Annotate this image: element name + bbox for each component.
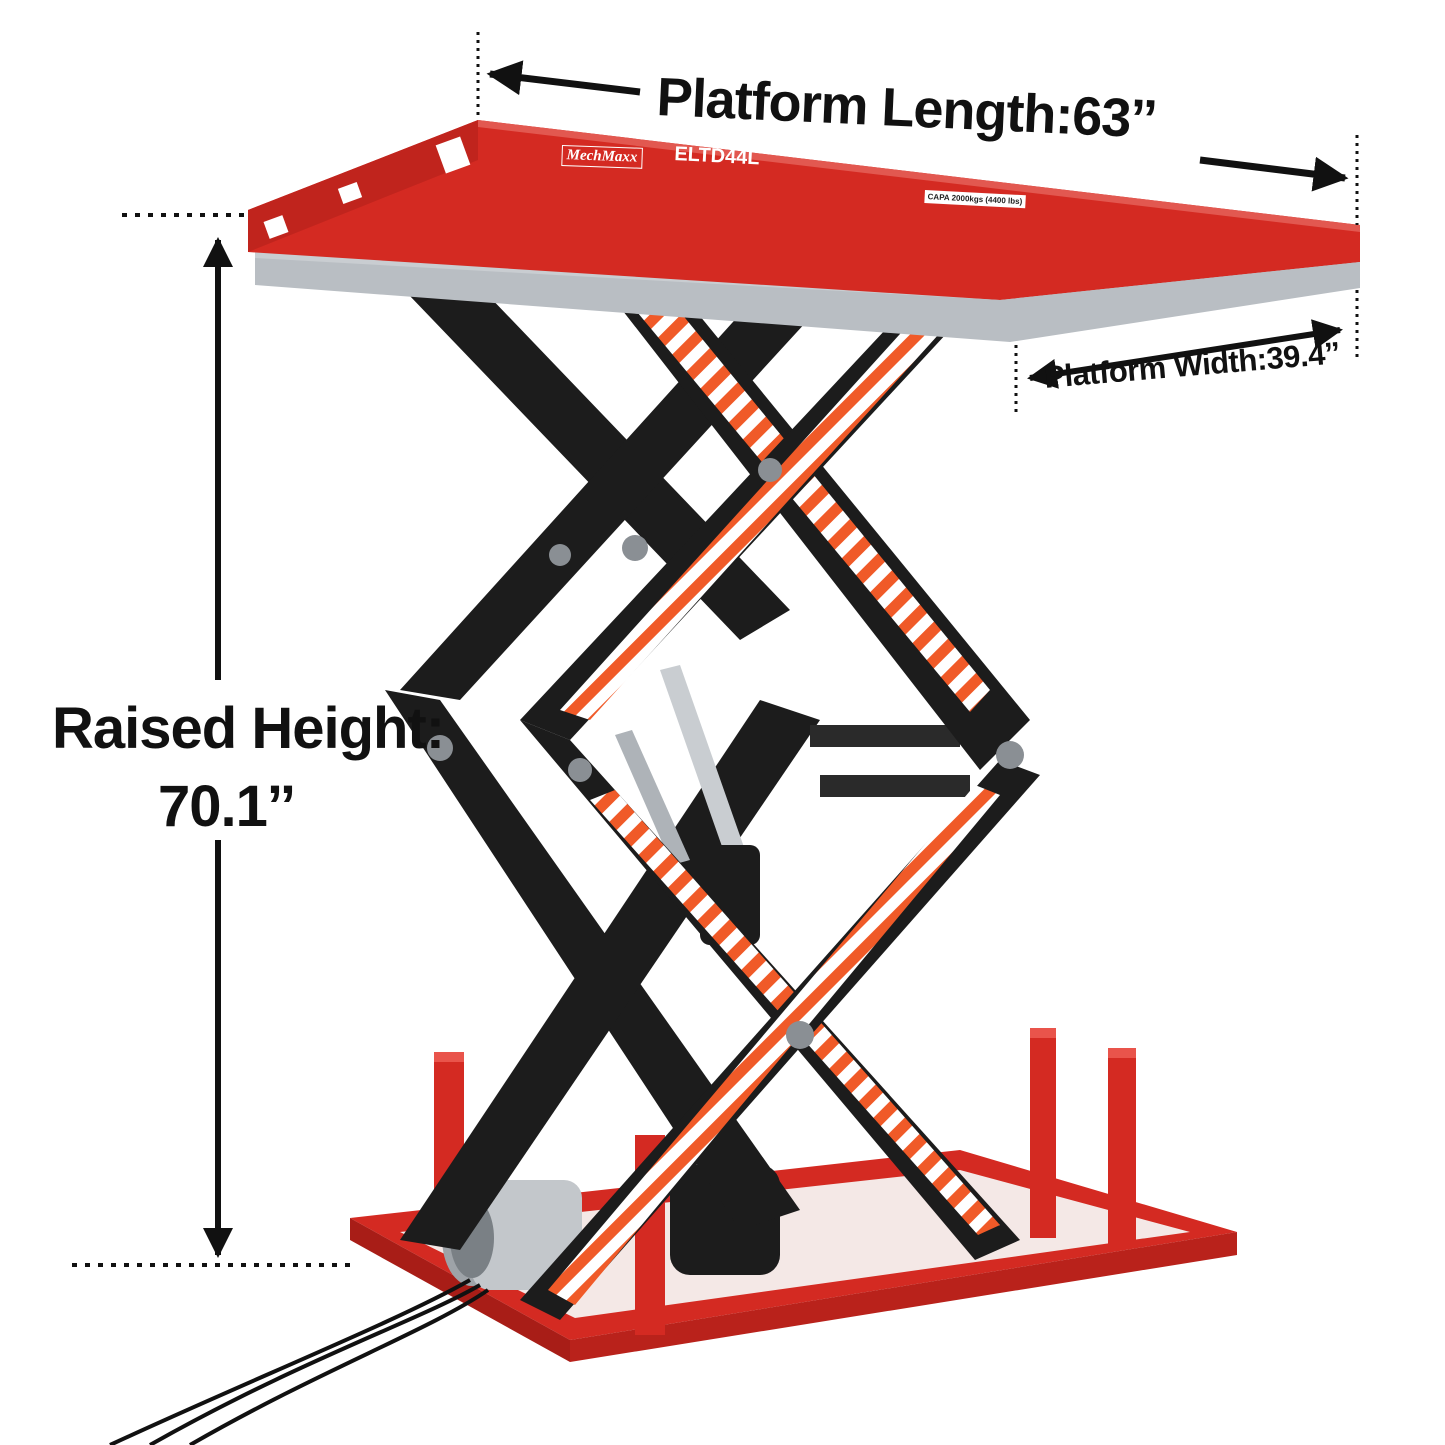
- scissor-arms-front: [427, 212, 1040, 1320]
- power-cable: [109, 1278, 490, 1445]
- platform: [248, 120, 1360, 342]
- brand-logo: MechMaxx: [561, 145, 643, 169]
- width-arrow: [1027, 319, 1343, 389]
- dimension-guides: [72, 32, 1359, 1267]
- raised-height-label: Raised Height:: [52, 696, 445, 761]
- length-arrow: [486, 60, 1349, 192]
- raised-height-value: 70.1’’: [158, 774, 296, 839]
- model-number: ELTD44L: [673, 143, 761, 170]
